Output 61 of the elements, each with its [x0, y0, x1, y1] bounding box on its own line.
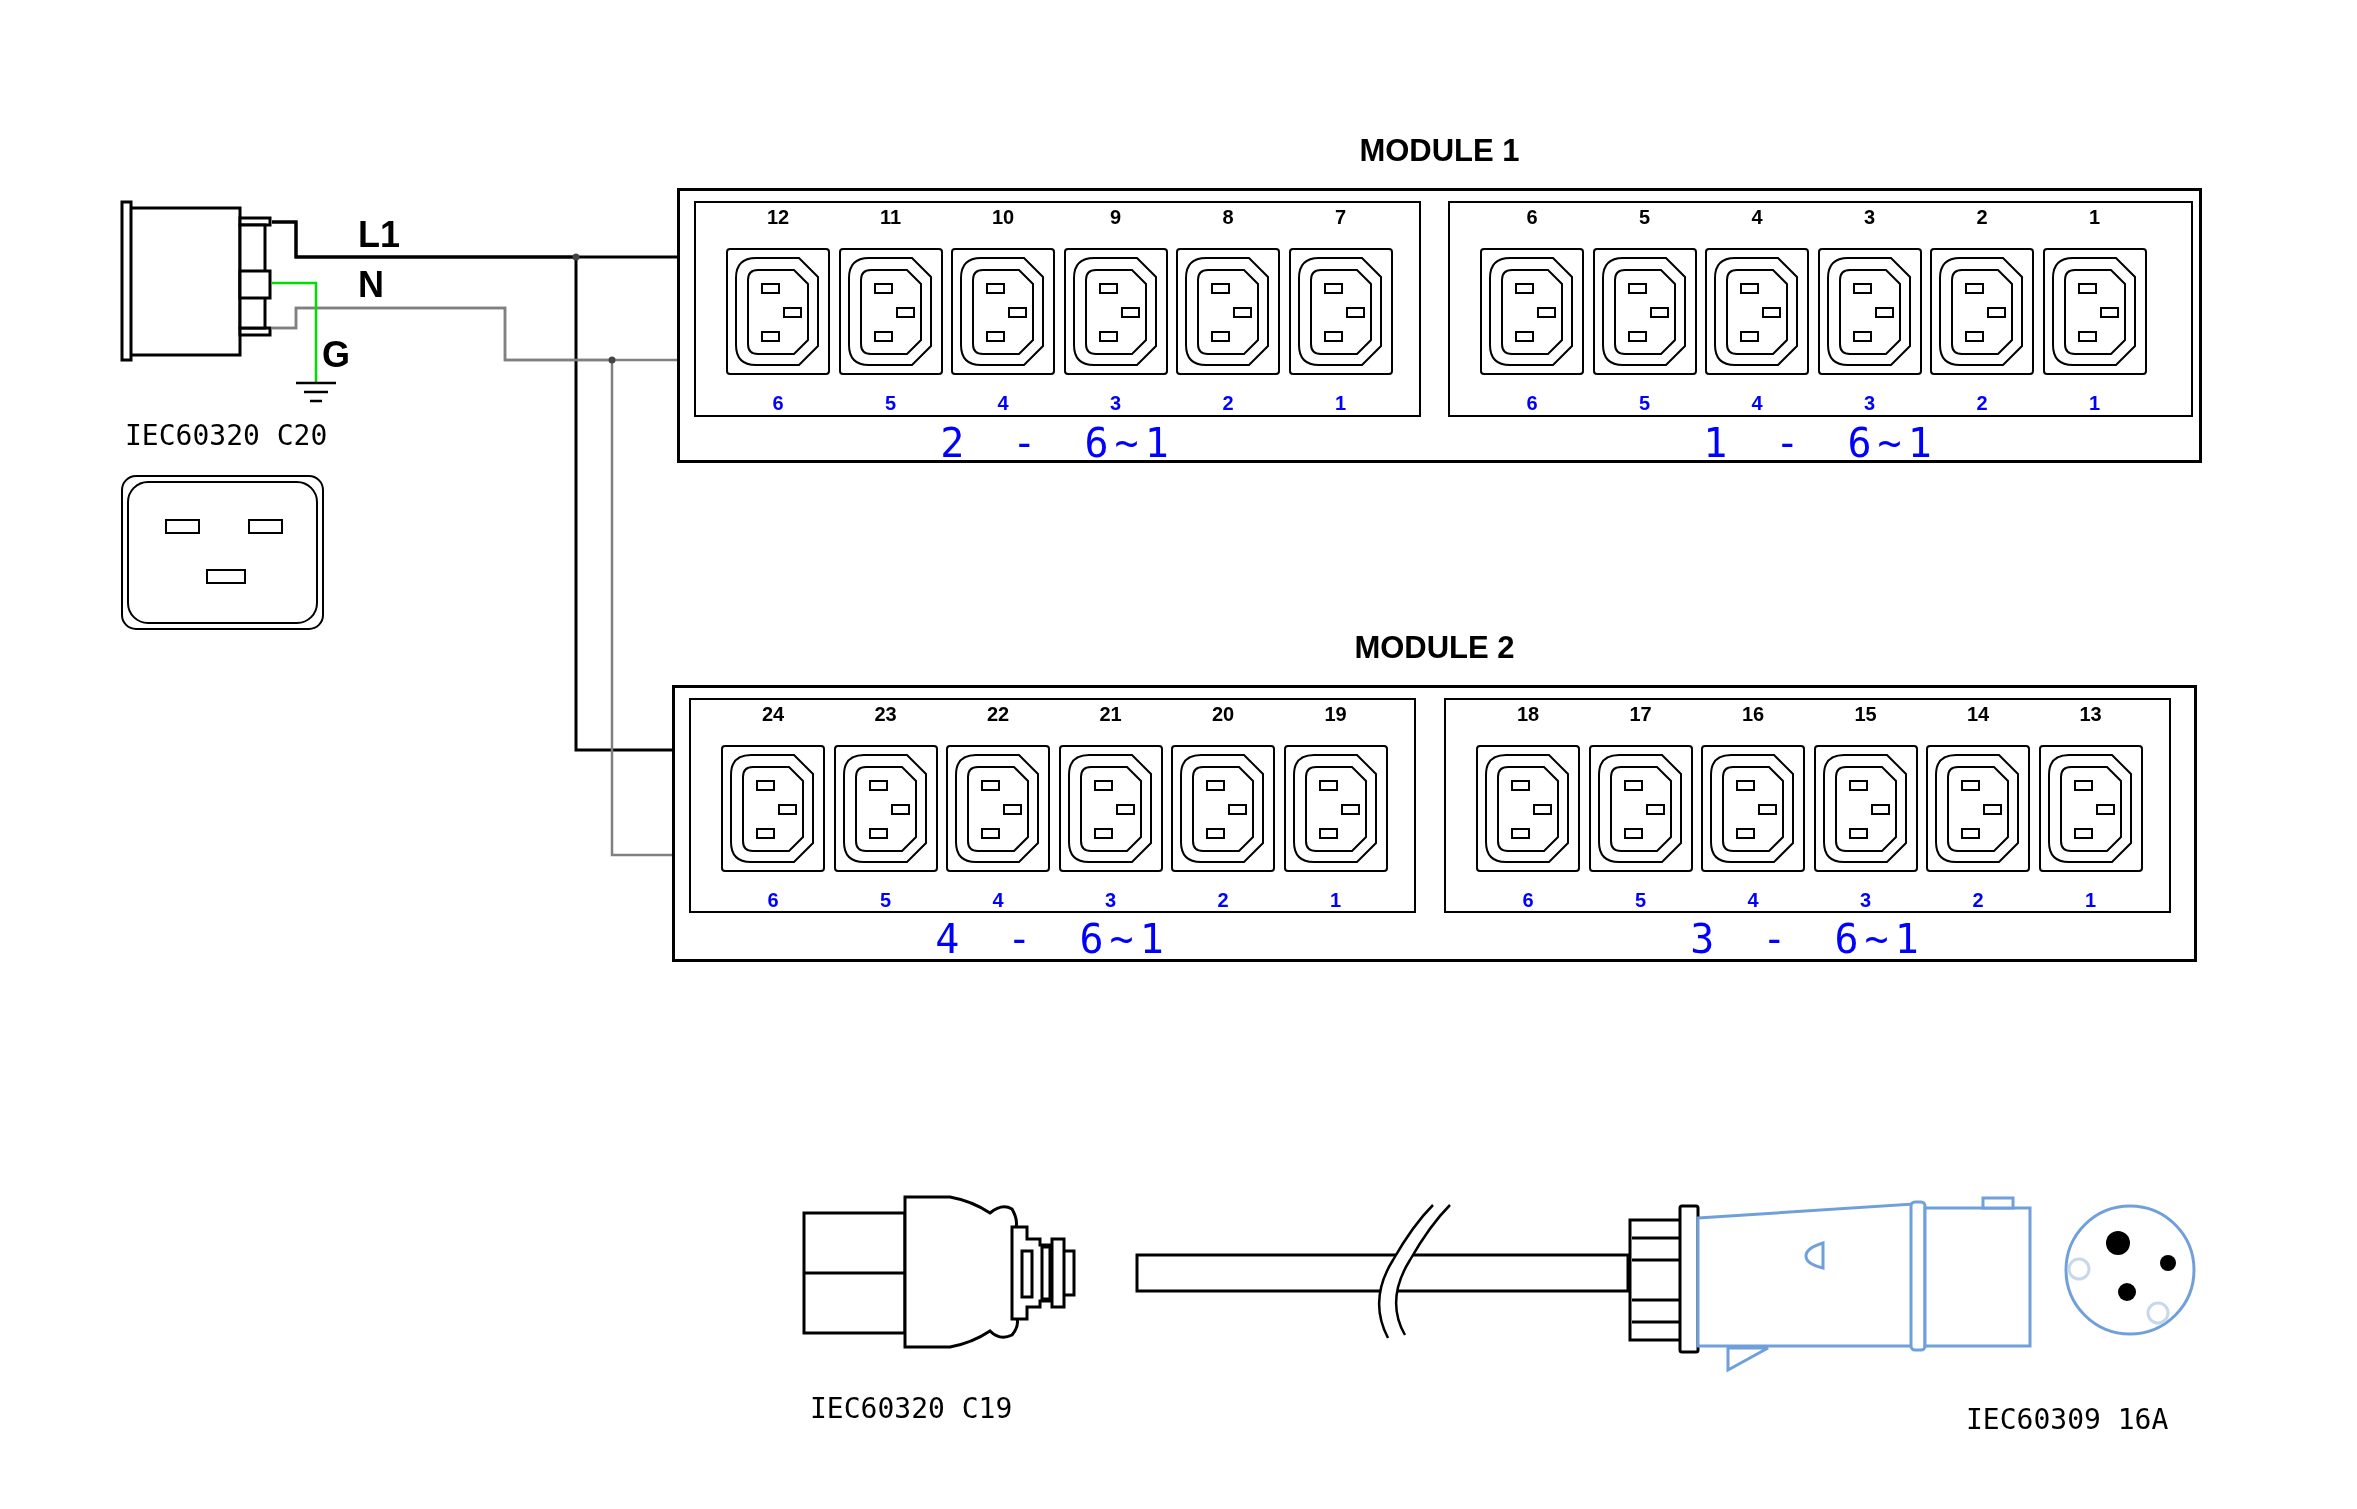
connector-label: IEC60320 C19 [810, 1393, 1013, 1425]
channel-number: 4 [997, 391, 1009, 415]
cable [1135, 1253, 1630, 1293]
outlet-number: 7 [1334, 205, 1347, 229]
outlet-number: 1 [2088, 205, 2101, 229]
channel-number: 3 [1104, 888, 1117, 912]
channel-number: 4 [1747, 888, 1759, 912]
channel-number: 3 [1109, 391, 1122, 415]
outlet-number: 4 [1751, 205, 1763, 229]
panel-caption: 1 - 6~1 [1703, 421, 1938, 465]
channel-number: 3 [1863, 391, 1876, 415]
outlet-number: 10 [991, 205, 1015, 229]
wire [272, 220, 672, 752]
outlet-number: 8 [1222, 205, 1234, 229]
channel-number: 5 [1634, 888, 1647, 912]
outlet-number: 6 [1526, 205, 1538, 229]
channel-number: 6 [772, 391, 784, 415]
outlet-number: 16 [1741, 702, 1765, 726]
outlet-number: 22 [986, 702, 1010, 726]
module-title: MODULE 1 [1359, 133, 1520, 169]
channel-number: 4 [1751, 391, 1763, 415]
outlet-number: 14 [1966, 702, 1990, 726]
outlet-number: 11 [879, 205, 902, 229]
channel-number: 1 [1329, 888, 1342, 912]
channel-number: 6 [1526, 391, 1538, 415]
outlet-number: 21 [1099, 702, 1122, 726]
channel-number: 1 [1334, 391, 1347, 415]
channel-number: 5 [884, 391, 897, 415]
channel-number: 3 [1859, 888, 1872, 912]
channel-number: 6 [1522, 888, 1534, 912]
channel-number: 5 [1638, 391, 1651, 415]
outlet-number: 18 [1516, 702, 1540, 726]
panel-caption: 2 - 6~1 [940, 421, 1175, 465]
outlet-number: 23 [874, 702, 897, 726]
outlet-number: 13 [2079, 702, 2102, 726]
outlet-number: 20 [1211, 702, 1235, 726]
module-title: MODULE 2 [1354, 630, 1515, 666]
wire [272, 306, 672, 857]
channel-number: 2 [1972, 888, 1984, 912]
outlet-number: 15 [1854, 702, 1877, 726]
panel-caption: 3 - 6~1 [1690, 917, 1925, 961]
outlet-number: 2 [1976, 205, 1988, 229]
outlet-number: 24 [761, 702, 785, 726]
channel-number: 2 [1976, 391, 1988, 415]
panel-caption: 4 - 6~1 [935, 917, 1170, 961]
channel-number: 4 [992, 888, 1004, 912]
outlet-number: 17 [1629, 702, 1652, 726]
outlet-number: 5 [1638, 205, 1651, 229]
channel-number: 6 [767, 888, 779, 912]
outlet-number: 12 [766, 205, 790, 229]
outlet-number: 3 [1863, 205, 1876, 229]
connector-label: IEC60320 C20 [125, 420, 328, 452]
outlet-number: 19 [1324, 702, 1347, 726]
connector-label: IEC60309 16A [1966, 1404, 2169, 1436]
channel-number: 2 [1222, 391, 1234, 415]
channel-number: 2 [1217, 888, 1229, 912]
wire [272, 281, 318, 382]
channel-number: 1 [2088, 391, 2101, 415]
outlet-number: 9 [1109, 205, 1122, 229]
channel-number: 1 [2084, 888, 2097, 912]
channel-number: 5 [879, 888, 892, 912]
